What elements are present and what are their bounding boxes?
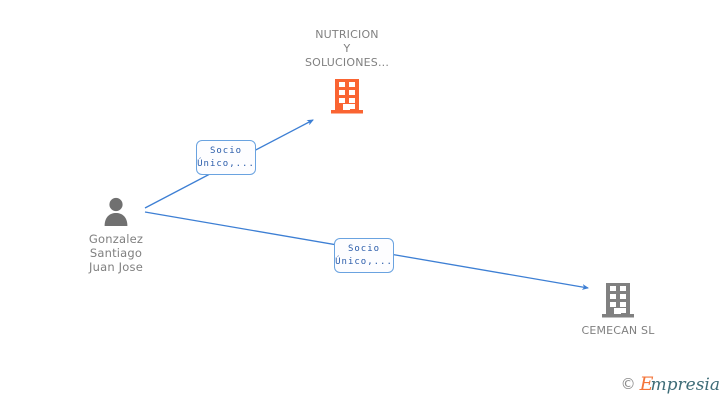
edge-label-socio-unico-main[interactable]: Socio Único,... bbox=[196, 140, 256, 175]
brand-initial: E bbox=[639, 373, 654, 395]
company-secondary-title: CEMECAN SL bbox=[581, 324, 655, 337]
copyright-icon: © bbox=[620, 375, 636, 393]
empresia-watermark: © E mpresia bbox=[621, 375, 720, 394]
node-company-secondary[interactable]: CEMECAN SL bbox=[568, 282, 668, 338]
company-main-title: NUTRICION Y SOLUCIONES... bbox=[304, 28, 390, 69]
building-icon bbox=[331, 79, 363, 114]
person-icon bbox=[104, 197, 128, 226]
person-name-label: Gonzalez Santiago Juan Jose bbox=[88, 232, 144, 274]
edge-label-socio-unico-secondary[interactable]: Socio Único,... bbox=[334, 238, 394, 273]
node-company-main[interactable]: NUTRICION Y SOLUCIONES... bbox=[287, 28, 407, 114]
brand-wordmark: E mpresia bbox=[640, 375, 720, 394]
node-person[interactable]: Gonzalez Santiago Juan Jose bbox=[68, 196, 164, 274]
brand-rest: mpresia bbox=[650, 375, 721, 395]
building-icon bbox=[602, 283, 634, 318]
